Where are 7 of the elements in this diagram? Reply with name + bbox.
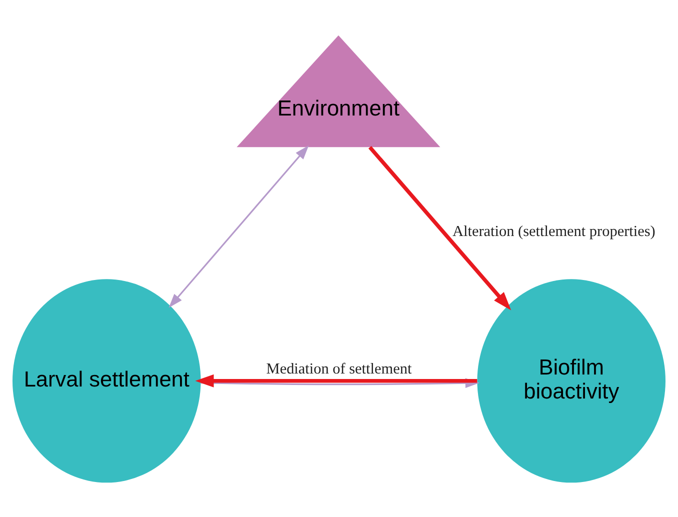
edge-label: Alteration (settlement properties) — [452, 222, 656, 240]
arrow — [195, 374, 478, 387]
node-circle: Larval settlement — [12, 278, 201, 482]
arrow — [168, 144, 309, 308]
node-circle: Biofilm bioactivity — [477, 278, 666, 482]
arrow — [368, 146, 512, 310]
edge-label: Mediation of settlement — [266, 360, 412, 377]
